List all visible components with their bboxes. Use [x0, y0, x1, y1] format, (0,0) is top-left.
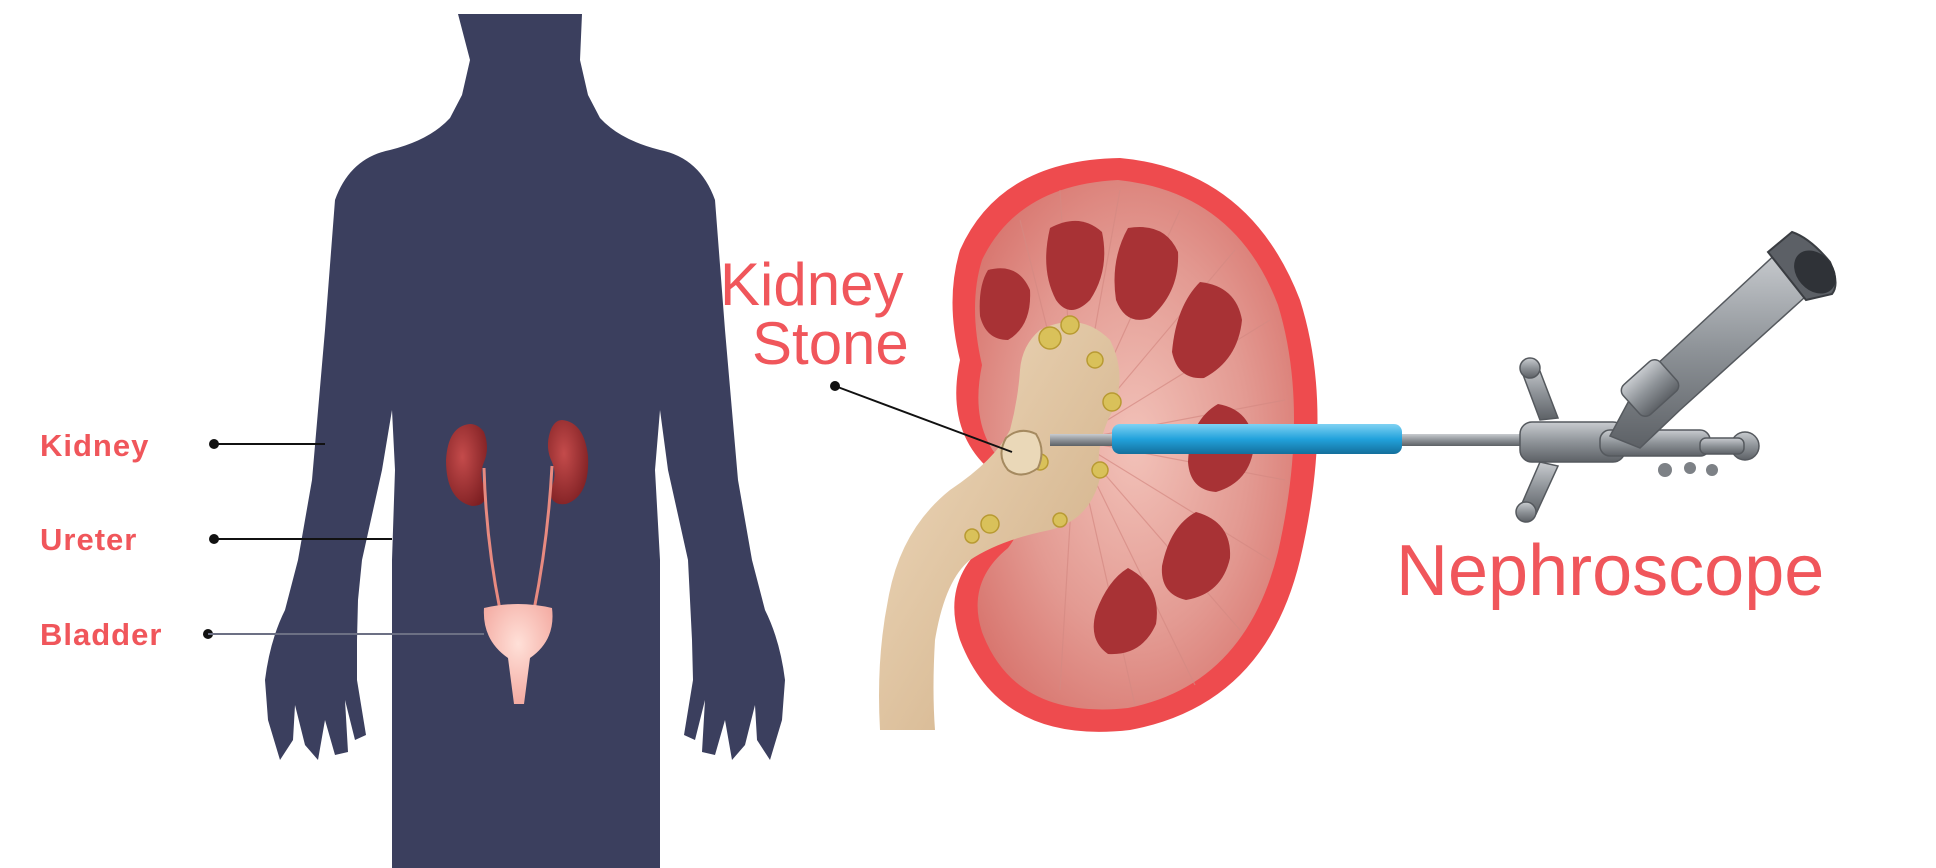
kidney-stone-label-line2: Stone	[752, 310, 909, 377]
eyepiece-tube	[1610, 250, 1815, 448]
nephroscope-label: Nephroscope	[1396, 531, 1824, 611]
nephroscope-ports	[1658, 462, 1718, 477]
nephroscope-sheath	[1112, 424, 1402, 454]
nephroscope-eyepiece	[1610, 232, 1844, 448]
human-silhouette	[265, 14, 785, 868]
target-stone	[1001, 431, 1041, 475]
kidney-stone-label-line1: Kidney	[720, 251, 903, 318]
ureter-label: Ureter	[40, 522, 137, 557]
left-labels: Kidney Ureter Bladder	[40, 428, 162, 652]
kidney-label: Kidney	[40, 428, 149, 463]
kidney-stone-label-group: Kidney Stone	[720, 251, 909, 377]
body-outline	[265, 14, 785, 868]
bladder-label: Bladder	[40, 617, 162, 652]
